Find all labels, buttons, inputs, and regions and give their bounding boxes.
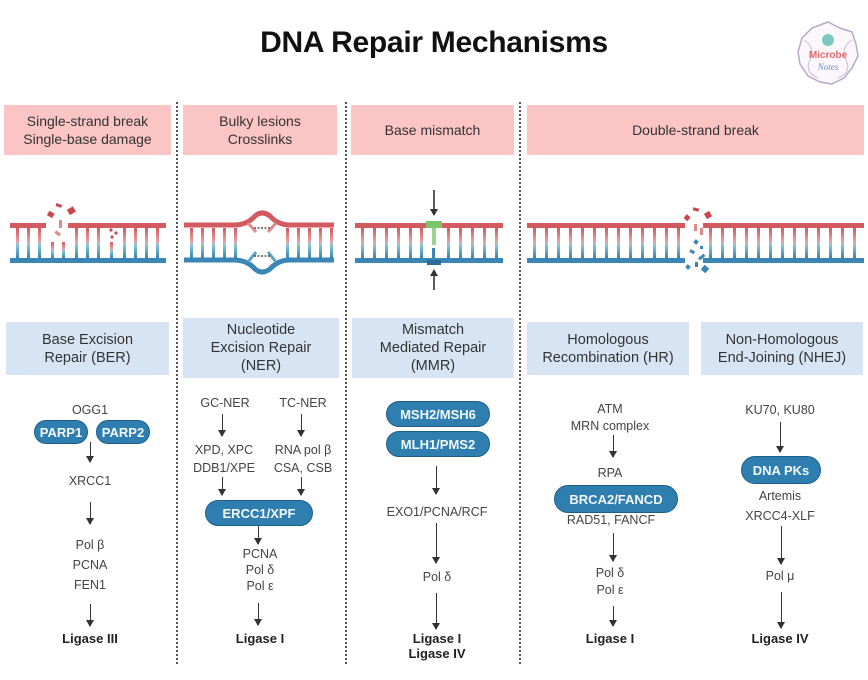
ber-pill-parp2: PARP2 bbox=[96, 420, 150, 444]
pathway-header-hr: Homologous Recombination (HR) bbox=[527, 322, 689, 375]
nhej-artemis-xrcc4: Artemis XRCC4-XLF bbox=[745, 489, 815, 523]
hr-polymerases: Pol δ Pol ε bbox=[595, 566, 625, 597]
hr-ligase: Ligase I bbox=[585, 631, 635, 646]
microbe-notes-logo: Microbe Notes bbox=[796, 20, 860, 86]
dna-base-mismatch-icon bbox=[355, 221, 503, 265]
ber-polymerases: Pol β PCNA FEN1 bbox=[72, 538, 108, 592]
hr-rad51-fancf: RAD51, FANCF bbox=[566, 513, 656, 527]
dna-double-strand-break-icon bbox=[527, 207, 864, 274]
ber-pill-parp1: PARP1 bbox=[34, 420, 88, 444]
page-title: DNA Repair Mechanisms bbox=[260, 26, 608, 59]
dna-bulky-lesion-icon bbox=[184, 210, 334, 275]
dna-illustrations bbox=[10, 190, 864, 290]
damage-header-double-strand: Double-strand break bbox=[527, 105, 864, 155]
arrow-head-icon bbox=[430, 269, 438, 276]
damage-header-single-strand: Single-strand break Single-base damage bbox=[4, 105, 171, 155]
column-divider bbox=[176, 102, 178, 664]
ner-ligase: Ligase I bbox=[235, 631, 285, 646]
ner-tc-ner: TC-NER bbox=[279, 396, 327, 410]
arrow-down-icon bbox=[777, 592, 785, 629]
nhej-pol-mu: Pol μ bbox=[765, 569, 795, 583]
arrow-down-icon bbox=[86, 502, 94, 525]
column-divider bbox=[345, 102, 347, 664]
logo-badge-icon: Microbe Notes bbox=[797, 21, 859, 85]
hr-pill-brca2-fancd: BRCA2/FANCD bbox=[554, 485, 678, 513]
arrow-down-icon bbox=[609, 435, 617, 458]
ner-gc-proteins: XPD, XPC DDB1/XPE bbox=[193, 443, 255, 475]
dna-single-strand-break-icon bbox=[10, 203, 166, 263]
arrow-down-icon bbox=[432, 593, 440, 630]
arrow-down-icon bbox=[297, 414, 305, 437]
ner-polymerases: PCNA Pol δ Pol ε bbox=[242, 547, 278, 593]
ber-ligase: Ligase III bbox=[62, 631, 118, 646]
rungs-right bbox=[709, 228, 856, 258]
ner-pill-ercc1-xpf: ERCC1/XPF bbox=[205, 500, 313, 526]
ber-ogg1: OGG1 bbox=[71, 403, 109, 417]
ber-xrcc1: XRCC1 bbox=[68, 474, 112, 488]
hr-atm-mrn: ATM MRN complex bbox=[570, 402, 650, 433]
damage-header-base-mismatch: Base mismatch bbox=[351, 105, 514, 155]
arrow-down-icon bbox=[609, 606, 617, 627]
rungs-left bbox=[533, 228, 680, 258]
damage-header-bulky-lesions: Bulky lesions Crosslinks bbox=[183, 105, 337, 155]
pathway-header-mmr: Mismatch Mediated Repair (MMR) bbox=[352, 318, 514, 378]
arrow-head-icon bbox=[430, 209, 438, 216]
arrow-down-icon bbox=[432, 523, 440, 564]
ner-gc-ner: GC-NER bbox=[200, 396, 250, 410]
hr-rpa: RPA bbox=[597, 466, 623, 480]
nhej-ku70-ku80: KU70, KU80 bbox=[745, 403, 815, 417]
pathway-header-nhej: Non-Homologous End-Joining (NHEJ) bbox=[701, 322, 863, 375]
arrow-down-icon bbox=[776, 422, 784, 453]
mmr-pol-delta: Pol δ bbox=[422, 570, 452, 584]
arrow-down-icon bbox=[86, 442, 94, 463]
svg-text:Microbe: Microbe bbox=[809, 50, 848, 61]
mmr-ligases: Ligase I Ligase IV bbox=[408, 631, 466, 661]
arrow-down-icon bbox=[254, 603, 262, 626]
mmr-exo1-pcna-rcf: EXO1/PCNA/RCF bbox=[386, 505, 488, 519]
arrow-down-icon bbox=[432, 466, 440, 495]
nhej-ligase: Ligase IV bbox=[751, 631, 809, 646]
arrow-down-icon bbox=[609, 533, 617, 562]
arrow-down-icon bbox=[218, 414, 226, 437]
svg-text:Notes: Notes bbox=[817, 62, 839, 72]
arrow-down-icon bbox=[218, 477, 226, 496]
mmr-pill-mlh1-pms2: MLH1/PMS2 bbox=[386, 431, 490, 457]
arrow-down-icon bbox=[86, 604, 94, 627]
mmr-pill-msh2-msh6: MSH2/MSH6 bbox=[386, 401, 490, 427]
ner-tc-proteins: RNA pol β CSA, CSB bbox=[273, 443, 333, 475]
column-divider bbox=[519, 102, 521, 664]
arrow-down-icon bbox=[777, 526, 785, 565]
arrow-down-icon bbox=[297, 477, 305, 496]
arrow-down-icon bbox=[254, 526, 262, 545]
pathway-header-ber: Base Excision Repair (BER) bbox=[6, 322, 169, 375]
pathway-header-ner: Nucleotide Excision Repair (NER) bbox=[183, 318, 339, 378]
nhej-pill-dna-pks: DNA PKs bbox=[741, 456, 821, 484]
